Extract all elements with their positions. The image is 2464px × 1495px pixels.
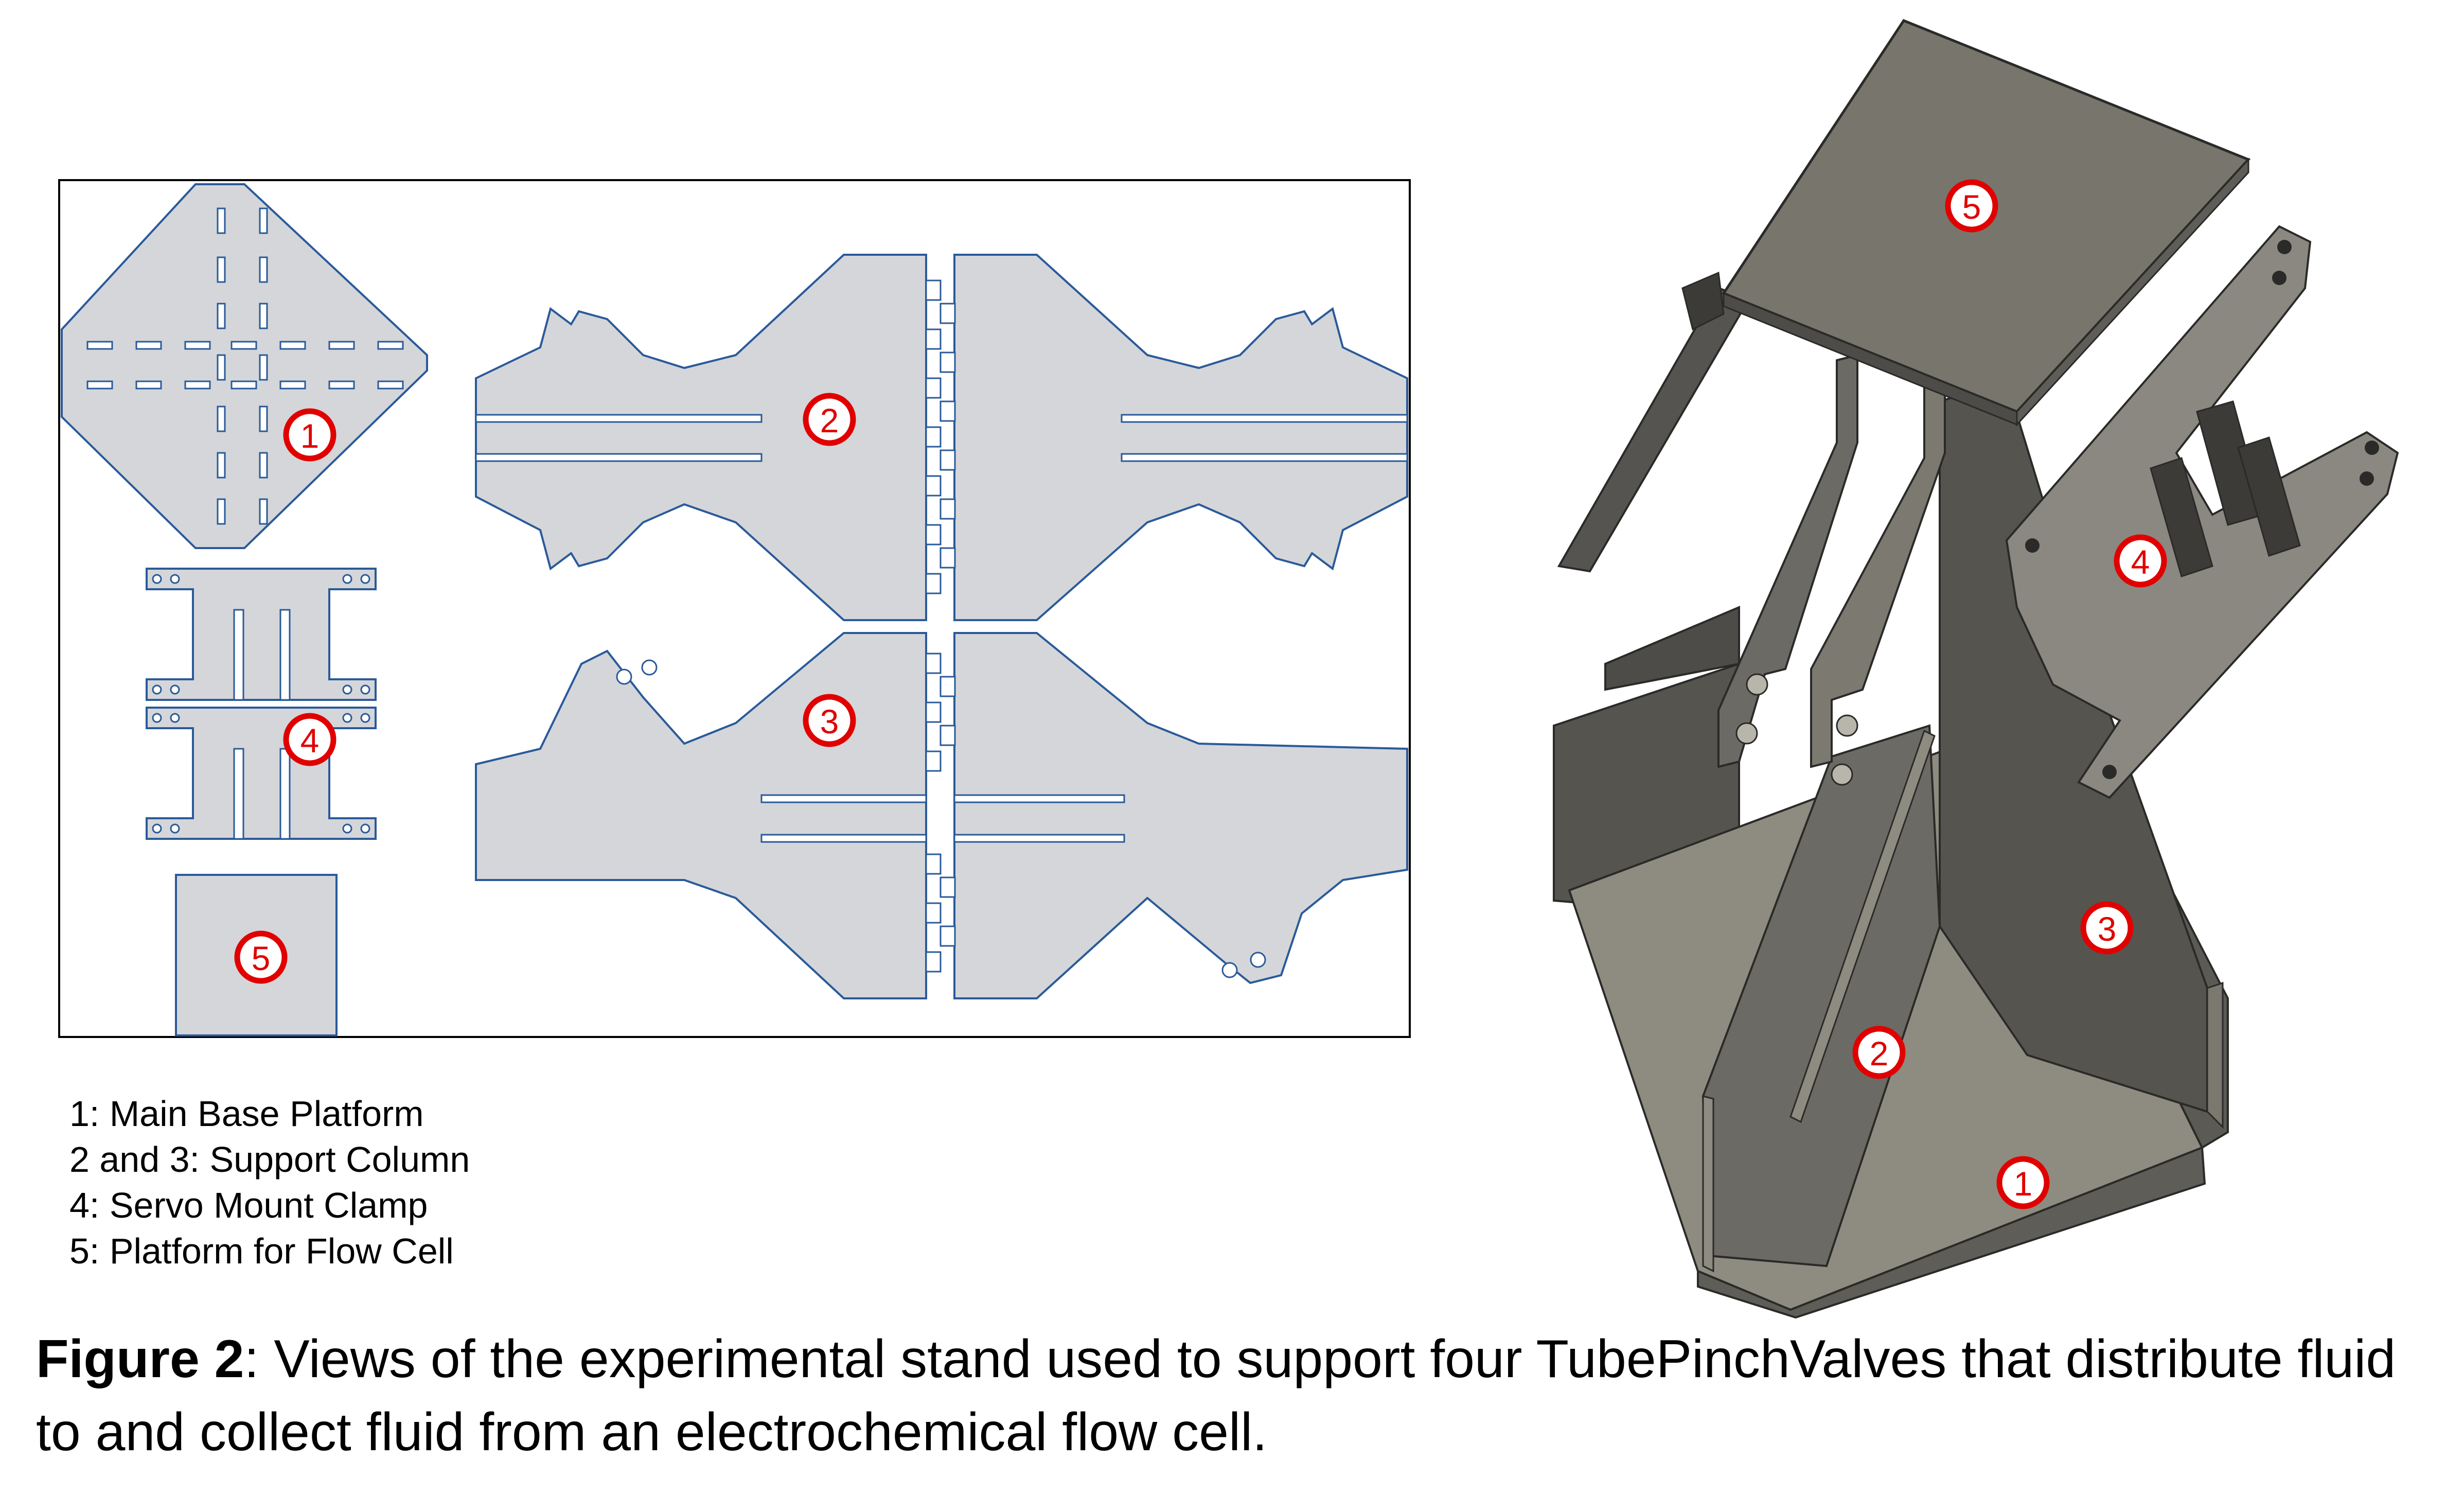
marker-iso-4: 4 xyxy=(2117,537,2164,585)
flat-pattern-view: 1 2 3 4 5 xyxy=(58,179,1411,1038)
legend-item: 4: Servo Mount Clamp xyxy=(69,1185,428,1225)
part-2-support-column xyxy=(475,254,1408,621)
marker-iso-2: 2 xyxy=(1855,1029,1903,1076)
marker-flat-2: 2 xyxy=(806,396,853,443)
legend-item: 5: Platform for Flow Cell xyxy=(69,1231,454,1271)
marker-flat-3: 3 xyxy=(806,697,853,744)
svg-text:3: 3 xyxy=(2098,910,2117,948)
svg-text:5: 5 xyxy=(252,939,271,977)
svg-text:2: 2 xyxy=(1870,1034,1889,1072)
part-1-base-platform xyxy=(61,183,428,549)
figure-caption: Figure 2: Views of the experimental stan… xyxy=(36,1323,2444,1469)
legend-item: 1: Main Base Platform xyxy=(69,1094,424,1134)
svg-text:3: 3 xyxy=(820,702,839,741)
marker-iso-1: 1 xyxy=(1999,1159,2047,1206)
caption-text: : Views of the experimental stand used t… xyxy=(36,1329,2396,1462)
marker-flat-1: 1 xyxy=(286,411,333,459)
svg-text:4: 4 xyxy=(300,722,320,760)
svg-text:1: 1 xyxy=(300,417,320,455)
svg-text:4: 4 xyxy=(2131,543,2150,581)
parts-legend: 1: Main Base Platform 2 and 3: Support C… xyxy=(69,1091,470,1274)
legend-item: 2 and 3: Support Column xyxy=(69,1139,470,1180)
caption-label: Figure 2 xyxy=(36,1329,244,1389)
marker-flat-5: 5 xyxy=(237,934,285,981)
marker-flat-4: 4 xyxy=(286,716,333,763)
marker-iso-3: 3 xyxy=(2083,904,2131,952)
svg-text:5: 5 xyxy=(1962,188,1981,226)
isometric-model-view: 5 4 3 2 1 xyxy=(1553,19,2399,1319)
svg-text:1: 1 xyxy=(2014,1165,2033,1203)
marker-iso-5: 5 xyxy=(1948,182,1995,230)
svg-text:2: 2 xyxy=(820,401,839,439)
